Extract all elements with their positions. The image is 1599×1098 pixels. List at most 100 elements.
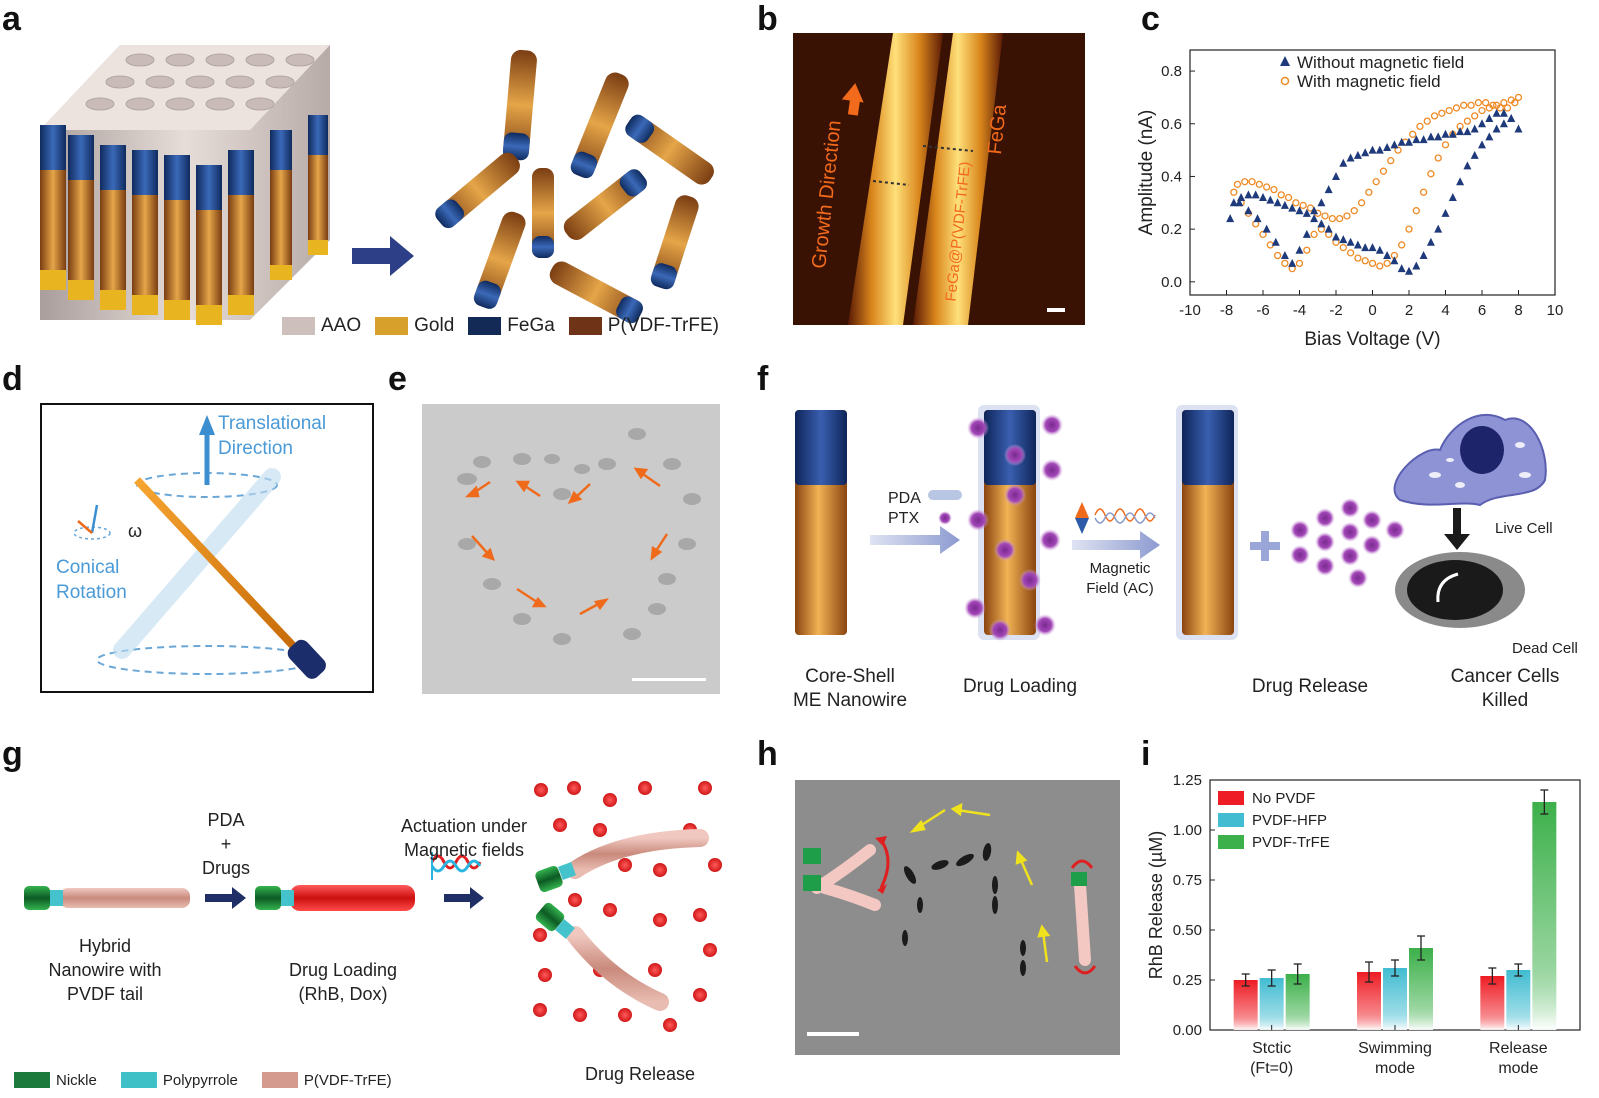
data-point-with-field [1412, 207, 1420, 215]
bar [1506, 970, 1531, 1030]
loading-label-1: Drug Loading [288, 960, 398, 980]
data-point-with-field [1452, 104, 1461, 112]
data-point-without-field [1324, 224, 1333, 233]
data-point-without-field [1288, 258, 1297, 267]
x-tick-label: Release [1489, 1040, 1548, 1057]
hybrid-label-3: PVDF tail [66, 984, 144, 1004]
data-point-without-field [1405, 266, 1413, 275]
data-point-with-field [1496, 104, 1504, 112]
data-point-without-field [1434, 224, 1443, 233]
y-tick-label: 1.00 [1173, 822, 1202, 839]
x-tick-label: mode [1375, 1060, 1415, 1077]
legend-item-polypyrrole: Polypyrrole [120, 1072, 238, 1089]
drug-loading-label: Drug Loading [962, 676, 1078, 697]
x-tick-label: -10 [1179, 302, 1201, 319]
omega-label: ω [128, 521, 143, 541]
data-point-with-field [1361, 257, 1369, 265]
legend-swatch [375, 317, 409, 335]
magnetic-label: Magnetic [1089, 560, 1151, 577]
aao-wires [40, 115, 328, 325]
data-point-with-field [1273, 251, 1282, 260]
panel-g-legend: Nickle Polypyrrole P(VDF-TrFE) [14, 1070, 392, 1090]
swimming-image [795, 780, 1120, 1055]
x-tick-label: mode [1498, 1060, 1538, 1077]
data-point-without-field [1273, 198, 1282, 207]
bar [1259, 978, 1284, 1030]
data-point-without-field [1266, 195, 1275, 204]
cancer-cells-label: Cancer Cells [1450, 666, 1560, 687]
x-tick-label: -8 [1220, 302, 1233, 319]
data-point-without-field [1463, 161, 1472, 170]
data-point-with-field [1262, 183, 1271, 191]
legend-swatch [568, 317, 602, 335]
data-point-without-field [1235, 198, 1244, 207]
data-point-with-field [1292, 199, 1300, 207]
data-point-with-field [1233, 180, 1242, 189]
data-point-with-field [1408, 130, 1417, 138]
data-point-without-field [1244, 190, 1253, 199]
y-tick-label: 0.6 [1161, 116, 1182, 133]
data-point-with-field [1387, 156, 1395, 165]
me-nanowire-label: ME Nanowire [792, 690, 908, 711]
legend-label-with-field: With magnetic field [1297, 72, 1441, 91]
conical-label: Conical [56, 557, 120, 578]
data-point-with-field [1303, 246, 1311, 254]
data-point-without-field [1478, 140, 1486, 149]
direction-label: Direction [218, 438, 293, 459]
x-tick-label: 4 [1441, 302, 1449, 319]
data-point-with-field [1398, 241, 1406, 249]
plus-label: + [220, 834, 232, 854]
legend-swatch [468, 317, 502, 335]
data-point-without-field [1492, 124, 1501, 133]
legend-item-pvdf: P(VDF-TrFE) [568, 315, 719, 337]
legend-label: P(VDF-TrFE) [303, 1071, 392, 1089]
data-point-with-field [1376, 262, 1384, 270]
legend-marker-circle [1280, 76, 1290, 86]
data-point-without-field [1456, 127, 1465, 136]
data-point-with-field [1416, 122, 1424, 131]
data-point-without-field [1339, 235, 1348, 244]
data-point-without-field [1332, 232, 1340, 241]
drugs-label: Drugs [201, 858, 250, 878]
data-point-with-field [1463, 117, 1472, 125]
panel-label-f: f [757, 360, 769, 398]
data-point-without-field [1317, 219, 1326, 228]
data-point-without-field [1478, 119, 1486, 128]
panel-label-e: e [388, 360, 407, 398]
data-point-without-field [1448, 193, 1457, 202]
data-point-without-field [1412, 135, 1421, 144]
loading-label-2: (RhB, Dox) [298, 984, 388, 1004]
data-point-with-field [1438, 109, 1446, 117]
data-point-with-field [1419, 188, 1428, 196]
data-point-with-field [1295, 259, 1304, 268]
y-tick-label: 0.8 [1161, 63, 1182, 80]
x-tick-label: -4 [1293, 302, 1306, 319]
data-point-with-field [1441, 141, 1450, 149]
legend-swatch [120, 1072, 157, 1088]
data-point-without-field [1368, 243, 1377, 252]
data-point-without-field [1302, 208, 1311, 217]
panel-label-a: a [2, 0, 21, 38]
y-tick-label: 0.50 [1173, 922, 1202, 939]
data-point-without-field [1244, 206, 1253, 215]
data-point-with-field [1259, 230, 1267, 239]
drug-release-label: Drug Release [584, 1064, 696, 1084]
data-point-with-field [1230, 188, 1238, 196]
bar [1480, 976, 1505, 1030]
aao-pores [85, 53, 315, 111]
panel-e-micrograph [422, 404, 720, 694]
data-point-without-field [1507, 113, 1516, 122]
data-point-without-field [1346, 153, 1355, 162]
data-point-without-field [1295, 206, 1304, 215]
data-point-with-field [1299, 201, 1307, 210]
data-point-without-field [1448, 129, 1457, 138]
data-point-with-field [1511, 99, 1519, 107]
legend-label-without-field: Without magnetic field [1297, 53, 1464, 72]
data-point-without-field [1271, 237, 1280, 246]
field-ac-label: Field (AC) [1086, 580, 1154, 597]
panel-label-d: d [2, 360, 23, 398]
data-point-without-field [1280, 200, 1289, 209]
data-point-with-field [1277, 191, 1285, 199]
data-point-without-field [1262, 224, 1271, 233]
data-point-without-field [1412, 261, 1421, 270]
